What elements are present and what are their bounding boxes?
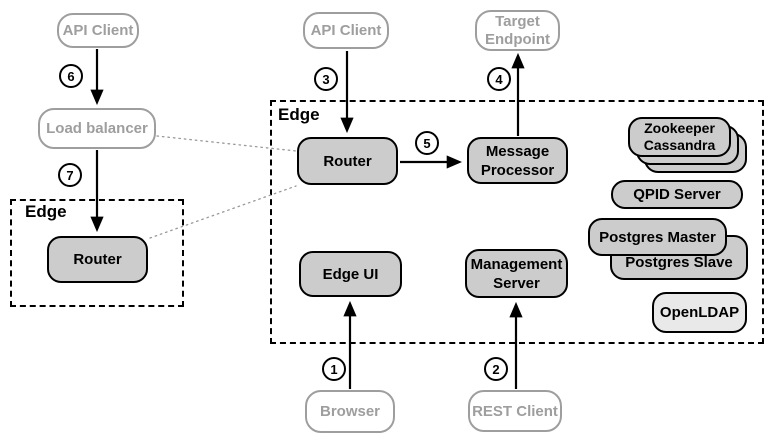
step-circle-6: 6 — [59, 64, 83, 88]
node-qpid-server: QPID Server — [611, 180, 743, 209]
step-circle-2: 2 — [484, 357, 508, 381]
node-rest-client: REST Client — [468, 390, 562, 432]
node-edge-ui: Edge UI — [299, 251, 402, 297]
step-circle-4: 4 — [487, 67, 511, 91]
edge-group-main-label: Edge — [278, 105, 320, 124]
cassandra-label: Cassandra — [643, 137, 716, 153]
node-openldap: OpenLDAP — [652, 292, 747, 333]
node-router-main: Router — [297, 137, 398, 185]
node-router-left: Router — [47, 236, 148, 283]
step-circle-7: 7 — [58, 163, 82, 187]
node-message-processor: Message Processor — [467, 137, 568, 184]
step-circle-3: 3 — [314, 67, 338, 91]
node-browser: Browser — [305, 390, 395, 433]
zookeeper-label: Zookeeper — [644, 120, 715, 136]
node-zookeeper-cassandra: Zookeeper Cassandra — [628, 117, 731, 157]
node-api-client-left: API Client — [57, 13, 139, 48]
node-target-endpoint: Target Endpoint — [475, 10, 560, 51]
node-postgres-master: Postgres Master — [588, 218, 727, 256]
dotted-router-left-to-router-main — [149, 185, 297, 239]
edge-group-left-label: Edge — [25, 202, 67, 221]
node-load-balancer: Load balancer — [38, 108, 156, 149]
node-api-client-top: API Client — [303, 12, 389, 49]
node-management-server: Management Server — [465, 249, 568, 298]
step-circle-1: 1 — [322, 357, 346, 381]
dotted-loadbalancer-to-router-main — [156, 135, 297, 152]
step-circle-5: 5 — [415, 131, 439, 155]
